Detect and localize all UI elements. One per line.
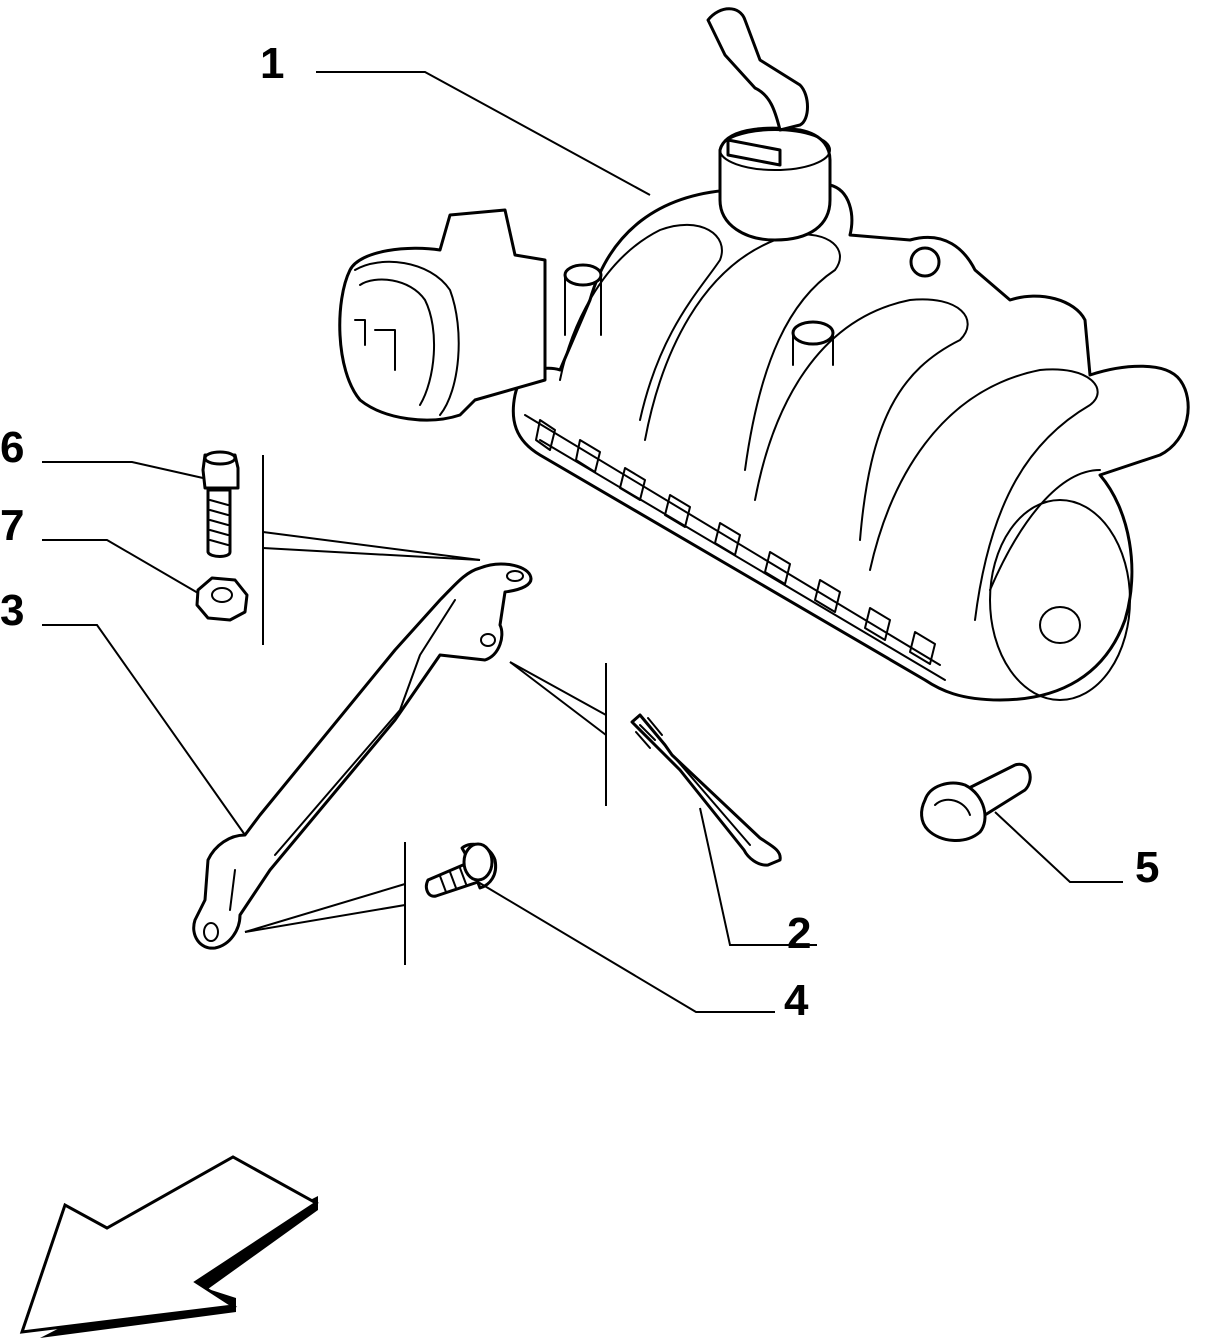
callout-6: 6: [0, 423, 24, 472]
callout-2: 2: [787, 909, 811, 958]
nut-7: [195, 576, 249, 622]
front-direction-arrow-icon: [19, 1155, 319, 1338]
callout-4: 4: [784, 976, 809, 1025]
callout-7: 7: [0, 501, 24, 550]
leader-lines: [42, 71, 1123, 1013]
callout-5: 5: [1135, 843, 1159, 892]
bolt-6: [201, 450, 240, 558]
stud-2: [630, 713, 782, 867]
bolt-4: [424, 842, 498, 898]
callout-3: 3: [0, 586, 24, 635]
support-bracket: [192, 562, 533, 950]
intake-manifold: [338, 7, 1190, 702]
bolt-5: [920, 762, 1032, 842]
callout-1: 1: [260, 39, 284, 88]
